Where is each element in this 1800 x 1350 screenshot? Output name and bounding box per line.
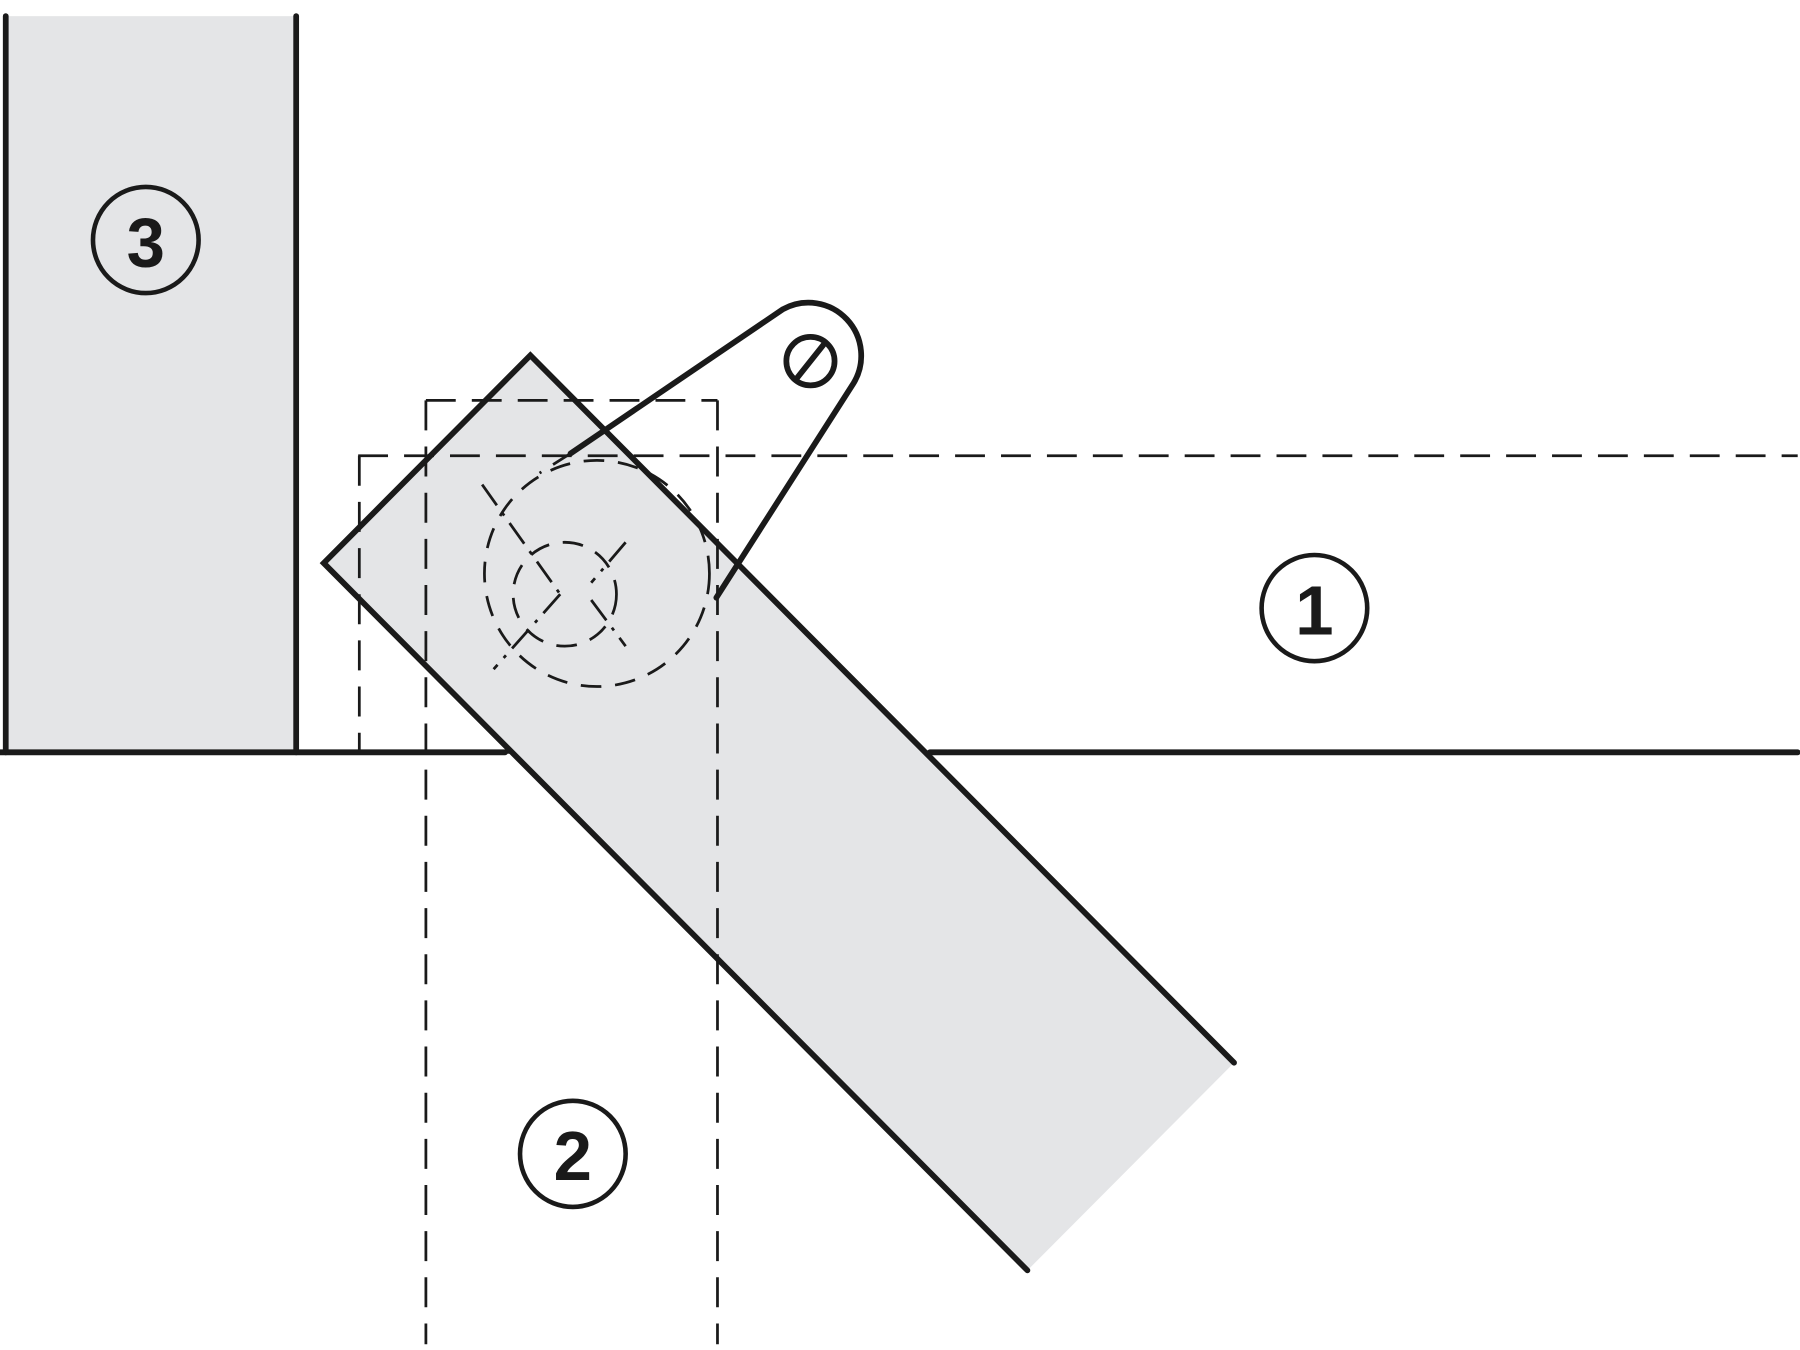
label-part-1: 1 (1259, 552, 1370, 664)
hinge-arm (538, 299, 865, 601)
screw-icon (783, 334, 838, 389)
label-part-2: 2 (517, 1098, 628, 1210)
label-part-2-text: 2 (554, 1117, 592, 1195)
panel-part-3 (2, 13, 300, 756)
rotated-door (319, 351, 1237, 1274)
label-part-3: 3 (90, 184, 201, 296)
closed-door-outline (357, 454, 1798, 753)
label-part-1-text: 1 (1295, 571, 1333, 649)
label-part-3-text: 3 (127, 203, 165, 281)
open-door-outline (424, 399, 719, 1345)
hinge-cup-hidden (481, 459, 711, 688)
